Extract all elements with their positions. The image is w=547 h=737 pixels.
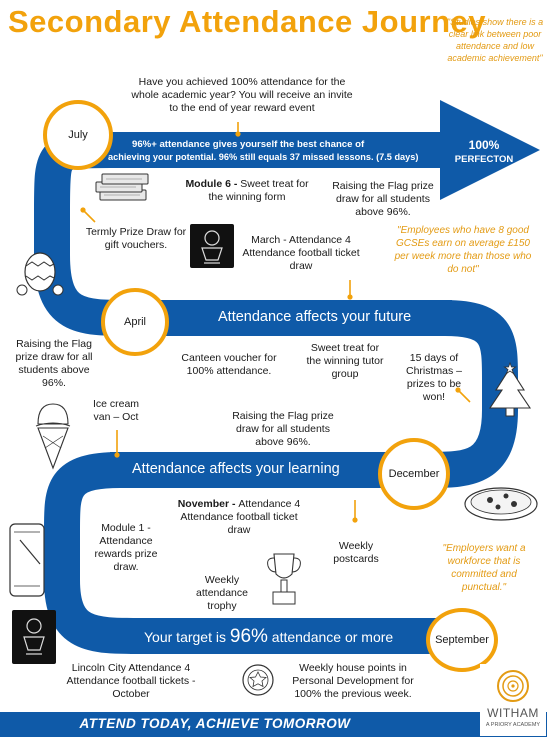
crest-photo: [190, 224, 234, 268]
logo-name: WITHAM: [487, 706, 539, 720]
page-title: Secondary Attendance Journey: [8, 4, 486, 39]
event-march: March - Attendance 4 Attendance football…: [242, 234, 360, 272]
trophy-icon: [267, 553, 301, 605]
logo-emblem-icon: [497, 670, 529, 702]
month-december: December: [378, 438, 450, 510]
band-top-line2: achieving your potential. 96% still equa…: [108, 152, 419, 162]
ice-cream-icon: [35, 403, 71, 470]
event-flag-left: Raising the Flag prize draw for all stud…: [15, 338, 93, 389]
event-trophy: Weekly attendance trophy: [196, 574, 248, 612]
month-april: April: [101, 288, 169, 356]
band-learning: Attendance affects your learning: [132, 461, 340, 477]
month-september-label: September: [435, 634, 489, 646]
road-left-curve-2: [44, 452, 141, 654]
band-future: Attendance affects your future: [218, 309, 412, 325]
event-termly: Termly Prize Draw for gift vouchers.: [85, 226, 187, 251]
footer-slogan: ATTEND TODAY, ACHIEVE TOMORROW: [79, 716, 351, 731]
quote-gcse: "Employees who have 8 good GCSEs earn on…: [394, 225, 532, 275]
footer-bar: [0, 712, 547, 737]
crest-photo-2: [12, 610, 56, 664]
band-target-post: attendance or more: [267, 629, 394, 645]
christmas-tree-icon: [488, 362, 532, 417]
quote-studies: "Studies show there is a clear link betw…: [446, 17, 544, 63]
easter-egg-icon: [16, 252, 64, 296]
arrow-100: 100%: [468, 138, 500, 152]
month-july-label: July: [68, 129, 88, 141]
month-april-label: April: [123, 316, 146, 328]
event-icecream: Ice cream van – Oct: [92, 398, 140, 423]
month-december-label: December: [388, 468, 440, 480]
event-reward: Have you achieved 100% attendance for th…: [131, 76, 353, 114]
event-house: Weekly house points in Personal Developm…: [292, 662, 414, 700]
event-sweet-tutor: Sweet treat for the winning tutor group: [306, 342, 384, 380]
crest-icon-2: [23, 618, 45, 655]
road-arrow-head: [440, 100, 540, 200]
event-november: November - Attendance 4 Attendance footb…: [176, 498, 302, 537]
band-top-line1: 96%+ attendance gives yourself the best …: [132, 139, 365, 150]
school-logo: WITHAM A PRIORY ACADEMY: [480, 664, 546, 736]
event-christmas: 15 days of Christmas – prizes to be won!: [405, 352, 462, 403]
month-september: September: [426, 608, 498, 672]
medal-icon: [242, 664, 274, 696]
road-right-curve: [429, 300, 518, 488]
money-stack-icon: [95, 173, 149, 201]
event-november-bold: November -: [177, 498, 239, 510]
event-flag-top: Raising the Flag prize draw for all stud…: [332, 180, 434, 218]
band-target-pct: 96%: [229, 626, 268, 647]
event-postcards: Weekly postcards: [333, 540, 379, 565]
crest-icon: [201, 230, 223, 264]
band-target: Your target is 96% attendance or more: [144, 626, 393, 648]
event-module6-text: Sweet treat for the winning form: [208, 178, 309, 203]
quote-employers: "Employers want a workforce that is comm…: [442, 543, 526, 593]
event-canteen: Canteen voucher for 100% attendance.: [181, 352, 277, 377]
pizza-icon: [464, 487, 538, 521]
event-lincoln: Lincoln City Attendance 4 Attendance foo…: [66, 662, 196, 700]
event-module6: Module 6 - Sweet treat for the winning f…: [182, 178, 312, 204]
event-module6-bold: Module 6 -: [185, 178, 241, 190]
logo-sub: A PRIORY ACADEMY: [485, 722, 541, 728]
band-target-pre: Your target is: [144, 629, 230, 645]
month-july: July: [43, 100, 113, 170]
event-module1: Module 1 - Attendance rewards prize draw…: [94, 522, 158, 573]
tablet-icon: [9, 523, 45, 597]
event-flag-mid: Raising the Flag prize draw for all stud…: [232, 410, 334, 448]
arrow-perfection: PERFECTON: [454, 154, 514, 165]
event-november-text: Attendance 4 Attendance football ticket …: [180, 498, 301, 536]
